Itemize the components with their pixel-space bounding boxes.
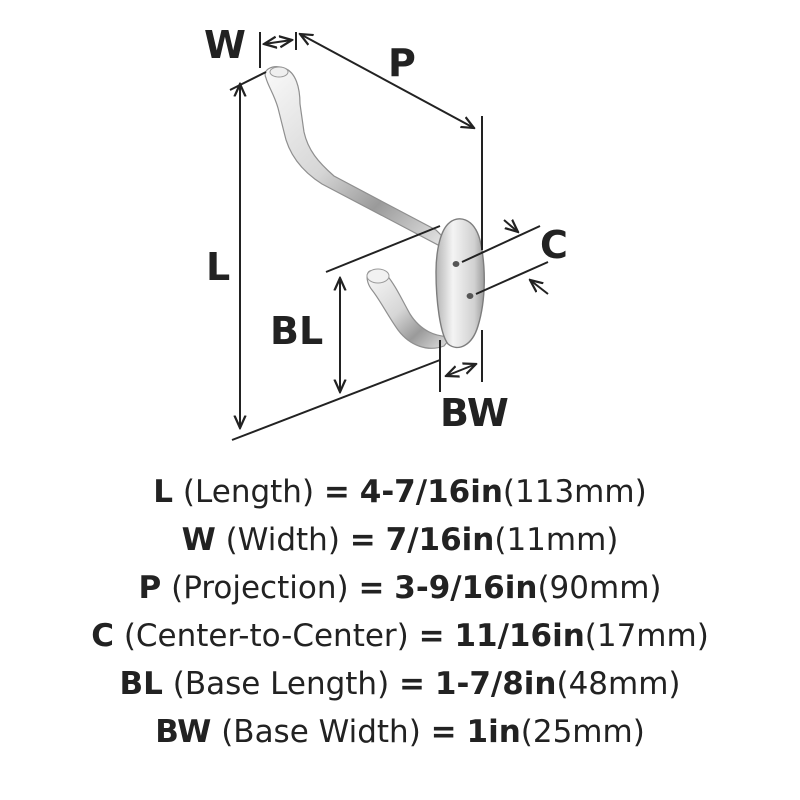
spec-imperial: 3-9/16in [394,570,538,606]
spec-abbr: P [138,570,162,606]
spec-metric: (113mm) [502,474,647,510]
c-arrow-lower [530,280,549,295]
spec-name: (Base Width) [221,714,421,750]
spec-abbr: C [91,618,114,654]
hook-dimension-diagram: W P L C BL BW [204,23,568,441]
spec-row-center-to-center: C (Center-to-Center) = 11/16in(17mm) [0,612,800,660]
spec-metric: (11mm) [494,522,619,558]
p-dimension-arrow [300,34,474,128]
spec-imperial: 4-7/16in [359,474,503,510]
c-extension-lower [475,261,549,295]
spec-imperial: 1-7/8in [434,666,557,702]
c-extension-upper [461,225,541,263]
spec-imperial: 11/16in [454,618,585,654]
spec-equals: = [349,522,376,558]
spec-row-length: L (Length) = 4-7/16in(113mm) [0,468,800,516]
dimension-specifications: L (Length) = 4-7/16in(113mm) W (Width) =… [0,468,800,756]
spec-name: (Base Length) [172,666,390,702]
bw-dimension-arrow [446,364,476,376]
spec-equals: = [430,714,457,750]
spec-row-projection: P (Projection) = 3-9/16in(90mm) [0,564,800,612]
w-dimension-arrow [264,40,292,44]
label-c: C [540,223,568,267]
spec-metric: (48mm) [556,666,681,702]
spec-abbr: L [153,474,174,510]
spec-metric: (25mm) [520,714,645,750]
spec-name: (Center-to-Center) [123,618,409,654]
spec-abbr: W [181,522,216,558]
spec-metric: (90mm) [537,570,662,606]
label-bw: BW [440,391,509,435]
spec-name: (Projection) [171,570,349,606]
label-bl: BL [270,309,323,353]
spec-abbr: BL [119,666,163,702]
spec-row-base-length: BL (Base Length) = 1-7/8in(48mm) [0,660,800,708]
dimension-lines [229,32,549,441]
spec-equals: = [323,474,350,510]
spec-imperial: 1in [466,714,521,750]
l-extension-bottom [231,359,441,441]
spec-equals: = [358,570,385,606]
bl-extension-top [325,225,441,273]
spec-row-base-width: BW (Base Width) = 1in(25mm) [0,708,800,756]
coat-hook-illustration [264,66,485,349]
spec-imperial: 7/16in [385,522,495,558]
spec-abbr: BW [155,714,212,750]
spec-equals: = [418,618,445,654]
label-w: W [204,23,246,67]
c-arrow-upper [503,220,518,232]
spec-row-width: W (Width) = 7/16in(11mm) [0,516,800,564]
label-l: L [206,245,230,289]
spec-metric: (17mm) [584,618,709,654]
spec-equals: = [399,666,426,702]
spec-name: (Width) [225,522,340,558]
label-p: P [388,41,416,85]
spec-name: (Length) [182,474,315,510]
l-extension-top [229,71,267,91]
